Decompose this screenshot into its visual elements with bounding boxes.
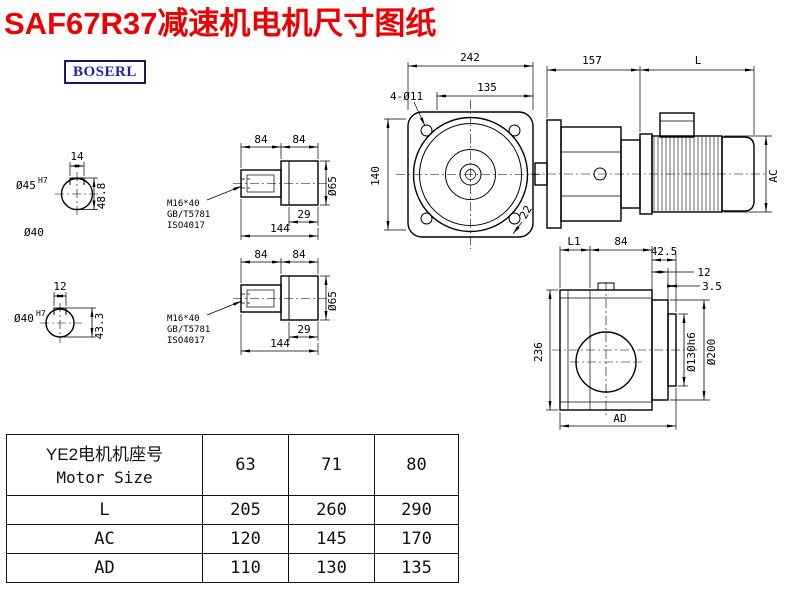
dim-140: 140 (369, 166, 382, 186)
header-motor-size-cn: YE2电机机座号 (45, 445, 164, 465)
dim-144: 144 (270, 337, 290, 350)
motor-fins (653, 137, 721, 211)
dim-48-8: 48.8 (95, 183, 108, 210)
cell-AD-71: 130 (288, 553, 375, 583)
dim-84-b: 84 (292, 248, 306, 261)
dim-L1: L1 (567, 235, 580, 248)
cell-AC-71: 145 (288, 524, 375, 554)
dim-84-b: 84 (292, 133, 306, 146)
table-row-L: L 205 260 290 (6, 495, 459, 525)
label-dia-40: Ø40 (24, 226, 44, 239)
label-bolt-holes: 4-Ø11 (390, 90, 423, 103)
cell-AC-80: 170 (374, 524, 459, 554)
dim-84-a: 84 (254, 248, 268, 261)
shaft-end-view-45: 14 Ø45 H7 48.8 Ø40 (16, 150, 108, 239)
dim-242: 242 (460, 51, 480, 64)
dim-key-width-12: 12 (53, 280, 66, 293)
dim-29: 29 (297, 208, 310, 221)
dim-84: 84 (614, 235, 628, 248)
dim-236: 236 (532, 342, 545, 362)
label-dia-40h7-tol: H7 (36, 309, 46, 318)
dim-12: 12 (697, 266, 710, 279)
flange-circle (412, 116, 529, 233)
dim-84-a: 84 (254, 133, 268, 146)
dim-43-3: 43.3 (93, 313, 106, 340)
label-dia-45: Ø45 (16, 179, 36, 192)
bolt-hole (508, 124, 521, 137)
label-dia-40h7: Ø40 (14, 312, 34, 325)
note-std2: ISO4017 (167, 336, 205, 346)
dim-AC: AC (767, 169, 780, 182)
label-dia-45-tol: H7 (38, 176, 48, 185)
dim-dia-65: Ø65 (326, 176, 339, 196)
breather-plug (597, 282, 615, 291)
shaft-end-view-40: 12 Ø40 H7 43.3 (14, 280, 106, 343)
dim-22: 22 (517, 203, 535, 221)
header-size-71: 71 (288, 434, 375, 496)
flange-spigot (667, 313, 677, 387)
dim-42-5: 42.5 (651, 245, 678, 258)
dim-3-5: 3.5 (702, 280, 722, 293)
hub-outline (280, 160, 319, 206)
fan-cover (721, 136, 755, 212)
terminal-box (659, 112, 695, 138)
dim-29: 29 (297, 323, 310, 336)
table-row-AC: AC 120 145 170 (6, 524, 459, 554)
cell-AC-63: 120 (202, 524, 289, 554)
boserl-logo: BOSERL (64, 60, 146, 84)
header-size-63: 63 (202, 434, 289, 496)
dim-157: 157 (582, 54, 602, 67)
shaft-outline (240, 284, 282, 313)
note-bolt: M16*40 (167, 314, 200, 324)
boserl-logo-text: BOSERL (73, 64, 137, 80)
gearmotor-side-view: 157 L AC (530, 54, 780, 229)
note-bolt: M16*40 (167, 199, 200, 209)
cell-AD-80: 135 (374, 553, 459, 583)
motor-size-table: YE2电机机座号 Motor Size 63 71 80 L 205 260 2… (6, 434, 459, 583)
shaft-detail-bottom: 84 84 29 144 Ø65 M16*40 GB/T5781 ISO4017 (167, 248, 339, 355)
shaft-detail-top: 84 84 29 144 Ø65 M16*40 GB/T5781 ISO4017 (167, 133, 339, 240)
dim-L: L (695, 54, 702, 67)
bolt-hole (420, 212, 433, 225)
gearbox-front-view: 242 135 4-Ø11 140 22 (369, 51, 545, 249)
note-std2: ISO4017 (167, 221, 205, 231)
dim-135: 135 (477, 81, 497, 94)
header-size-80: 80 (374, 434, 459, 496)
dim-dia-200: Ø200 (705, 339, 718, 366)
row-label-AC: AC (6, 524, 203, 554)
dim-AD: AD (613, 412, 626, 425)
bolt-hole (508, 212, 521, 225)
table-header-row: YE2电机机座号 Motor Size 63 71 80 (6, 434, 459, 496)
note-std1: GB/T5781 (167, 325, 210, 335)
dim-dia-65: Ø65 (326, 291, 339, 311)
hub-outline (280, 275, 319, 321)
row-label-L: L (6, 495, 203, 525)
table-row-AD: AD 110 130 135 (6, 553, 459, 583)
gearbox-top-view: 236 L1 84 42.5 12 3.5 Ø1 (532, 235, 722, 430)
cell-L-71: 260 (288, 495, 375, 525)
page-title: SAF67R37减速机电机尺寸图纸 (4, 6, 437, 41)
cell-L-80: 290 (374, 495, 459, 525)
cell-AD-63: 110 (202, 553, 289, 583)
dim-144: 144 (270, 222, 290, 235)
dim-dia-130: Ø130h6 (685, 332, 698, 372)
bolt-hole (420, 124, 433, 137)
header-motor-size: YE2电机机座号 Motor Size (6, 434, 203, 496)
note-std1: GB/T5781 (167, 210, 210, 220)
header-motor-size-en: Motor Size (56, 467, 153, 487)
technical-drawing: 14 Ø45 H7 48.8 Ø40 12 Ø40 H7 43.3 (14, 51, 780, 430)
shaft-outline (240, 169, 282, 198)
housing-outline (407, 111, 534, 238)
dim-key-width-14: 14 (70, 150, 84, 163)
row-label-AD: AD (6, 553, 203, 583)
cell-L-63: 205 (202, 495, 289, 525)
